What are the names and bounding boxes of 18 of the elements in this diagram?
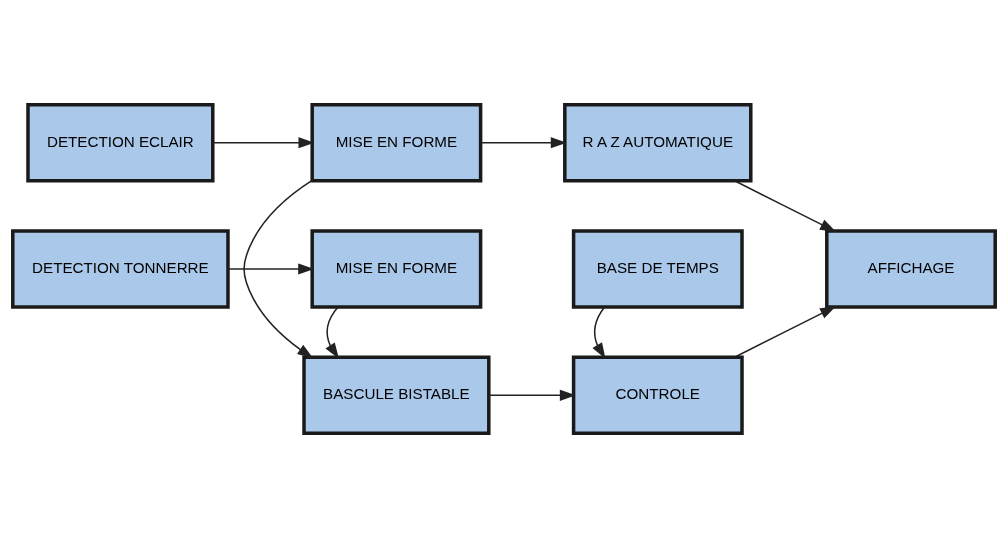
node-box: BASCULE BISTABLE [302,355,491,435]
node-box: BASE DE TEMPS [571,228,744,309]
node-box: AFFICHAGE [825,228,997,309]
arrow [243,179,314,358]
arrow [325,305,339,359]
node-box: DETECTION ECLAIR [26,102,215,182]
arrow [488,389,576,401]
arrow [480,136,567,148]
node-box: R A Z AUTOMATIQUE [563,102,753,182]
arrow [212,136,315,148]
arrow [733,305,836,358]
node-box: MISE EN FORME [310,228,483,309]
arrow [227,262,315,275]
node-box: MISE EN FORME [310,102,483,182]
node-box: DETECTION TONNERRE [11,228,230,309]
node-box: CONTROLE [571,355,744,435]
arrow [733,179,836,232]
arrow [592,305,606,359]
